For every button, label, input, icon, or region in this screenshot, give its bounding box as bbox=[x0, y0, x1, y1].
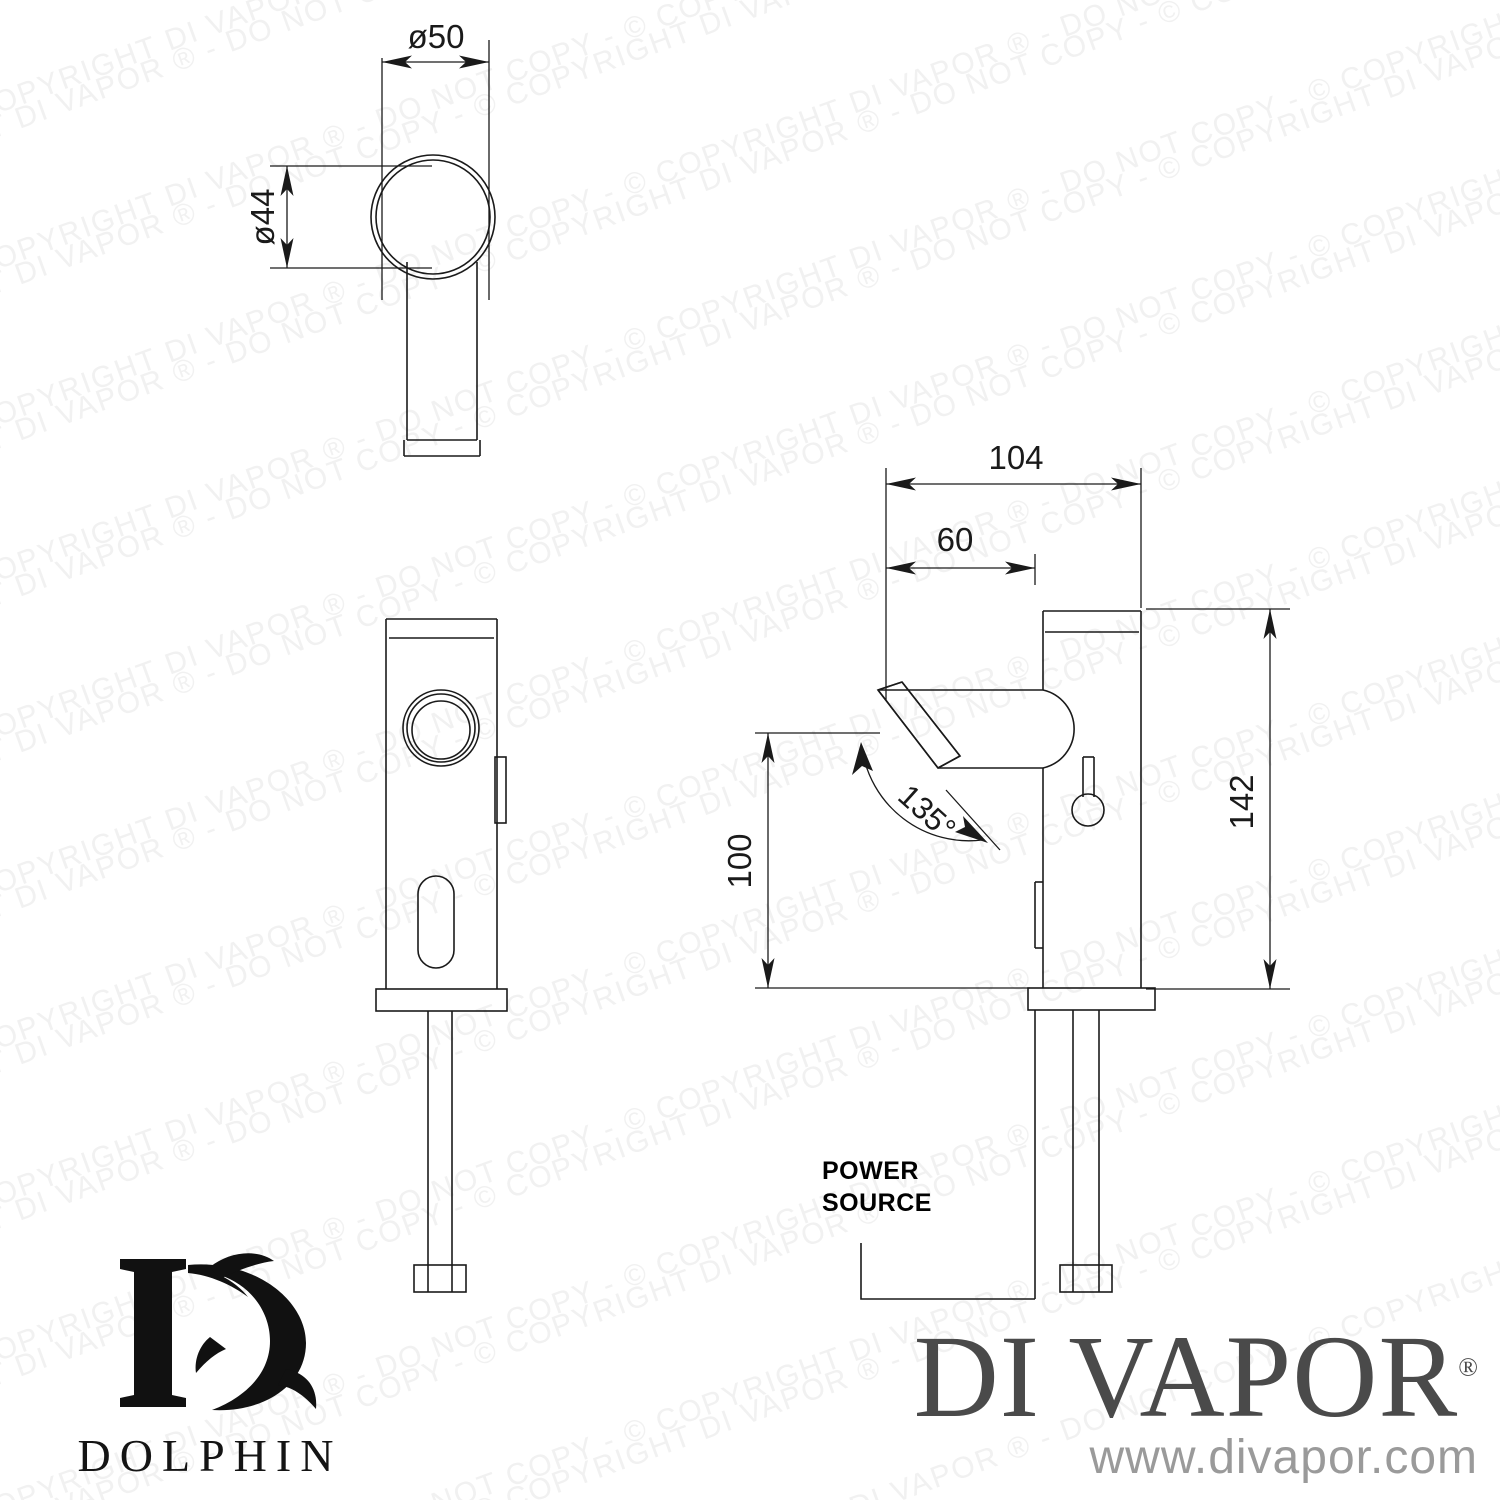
dolphin-wordmark: DOLPHIN bbox=[77, 1430, 343, 1481]
registered-mark: ® bbox=[1458, 1352, 1478, 1382]
power-source-line-1: POWER bbox=[822, 1157, 919, 1185]
dolphin-logo: DOLPHIN bbox=[60, 1245, 360, 1482]
dim-label-100: 100 bbox=[721, 833, 758, 888]
dim-label-142: 142 bbox=[1223, 774, 1260, 829]
divapor-wordmark-text: DI VAPOR bbox=[913, 1311, 1459, 1442]
dim-label-diameter-44: ø44 bbox=[244, 189, 281, 246]
divapor-logo: DI VAPOR® www.divapor.com bbox=[838, 1318, 1478, 1485]
divapor-wordmark: DI VAPOR® bbox=[838, 1318, 1478, 1436]
divapor-url: www.divapor.com bbox=[1089, 1431, 1478, 1484]
top-view-group bbox=[270, 40, 496, 457]
dim-label-60: 60 bbox=[937, 521, 974, 558]
front-view-group bbox=[375, 618, 508, 1293]
power-source-annotation: POWER SOURCE bbox=[822, 1155, 932, 1219]
dolphin-d-icon bbox=[120, 1253, 317, 1411]
dim-label-104: 104 bbox=[988, 439, 1043, 476]
power-source-line-2: SOURCE bbox=[822, 1189, 932, 1217]
side-view-group bbox=[755, 468, 1290, 1300]
dim-label-diameter-50: ø50 bbox=[408, 18, 465, 55]
